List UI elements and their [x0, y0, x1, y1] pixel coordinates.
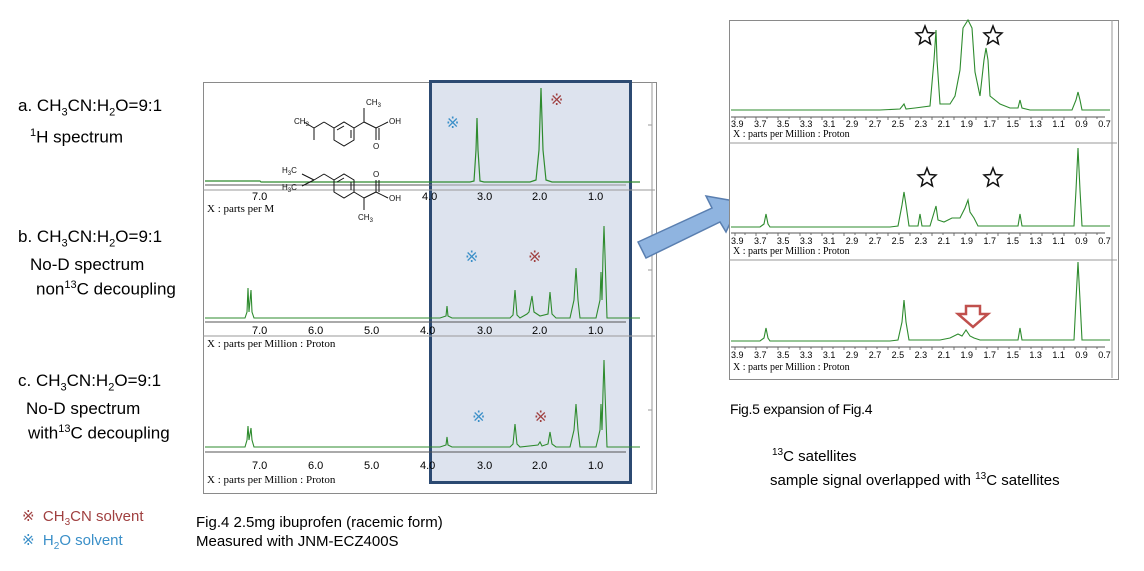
overlap-arrow-icon	[954, 304, 992, 329]
sample-a-condition: a. CH3CN:H2O=9:1	[18, 96, 163, 119]
svg-text:H3C: H3C	[282, 166, 297, 177]
star-icon	[982, 165, 1004, 188]
svg-text:5.0: 5.0	[364, 460, 379, 472]
svg-text:4.0: 4.0	[420, 460, 435, 472]
svg-text:1.0: 1.0	[588, 325, 603, 337]
axis-b-ticks: 7.0 6.0 5.0 4.0 3.0 2.0 1.0	[252, 325, 603, 337]
fig4-caption: Fig.4 2.5mg ibuprofen (racemic form) Mea…	[196, 514, 443, 550]
star-icon	[914, 23, 936, 46]
svg-text:OH: OH	[389, 117, 401, 126]
ibuprofen-structure-top	[303, 108, 389, 147]
svg-text:CH3: CH3	[358, 213, 374, 224]
expansion-spectrum-mid	[731, 147, 1110, 228]
sample-c-label: c. CH3CN:H2O=9:1 No-D spectrum with13C d…	[18, 370, 170, 444]
axis-a-caption: X : parts per M	[207, 203, 275, 215]
axis-c-caption: X : parts per Million : Proton	[207, 474, 336, 486]
satellite-stars	[914, 23, 1004, 188]
h2o-marker-b: ※	[465, 249, 479, 266]
highlight-region	[429, 80, 632, 484]
svg-text:OH: OH	[389, 194, 401, 203]
ch3cn-marker-a: ※	[550, 92, 564, 109]
fig5-expansion-panel	[729, 20, 1119, 380]
svg-text:3.0: 3.0	[477, 460, 492, 472]
expansion-spectrum-bottom	[731, 261, 1110, 342]
sample-c-type: No-D spectrum	[26, 399, 141, 419]
expansion-tick-marks	[734, 117, 1098, 350]
sample-a-label: a. CH3CN:H2O=9:1 1H spectrum	[18, 95, 162, 148]
axis-a-ticks: 7.0 4.0 3.0 2.0 1.0	[252, 191, 603, 203]
spectrum-a	[205, 87, 640, 183]
sample-b-type: No-D spectrum	[30, 255, 145, 275]
svg-text:1.0: 1.0	[588, 460, 603, 472]
svg-text:CH3: CH3	[294, 117, 310, 128]
svg-text:6.0: 6.0	[308, 460, 323, 472]
sample-c-condition: c. CH3CN:H2O=9:1	[18, 371, 162, 394]
svg-text:3.0: 3.0	[477, 325, 492, 337]
svg-text:2.0: 2.0	[532, 325, 547, 337]
tick-a-2: 2.0	[532, 191, 547, 203]
ch3cn-marker-b: ※	[528, 249, 542, 266]
star-icon	[916, 165, 938, 188]
structure-bottom-labels: H3C H3C OH O CH3	[282, 166, 401, 224]
fig5-spectra-svg	[729, 18, 1117, 378]
ch3cn-marker-c: ※	[534, 409, 548, 426]
h2o-marker-a: ※	[446, 115, 460, 132]
svg-text:H3C: H3C	[282, 183, 297, 194]
expansion-axis-caption-top: X : parts per Million : Proton	[733, 129, 850, 140]
legend-ch3cn: ※ CH3CN solvent	[22, 508, 144, 528]
expansion-axis-caption-bottom: X : parts per Million : Proton	[733, 362, 850, 373]
sample-b-condition: b. CH3CN:H2O=9:1	[18, 227, 163, 250]
sample-c-decoupling: with13C decoupling	[28, 423, 170, 444]
svg-text:O: O	[373, 142, 379, 151]
expansion-axis-caption-mid: X : parts per Million : Proton	[733, 246, 850, 257]
tick-a-1: 1.0	[588, 191, 603, 203]
fig5-caption: Fig.5 expansion of Fig.4	[730, 401, 873, 417]
svg-text:2.0: 2.0	[532, 460, 547, 472]
structure-top-labels: CH3 CH3 OH O	[294, 98, 401, 151]
expansion-spectrum-top	[731, 18, 1110, 111]
sample-b-label: b. CH3CN:H2O=9:1 No-D spectrum non13C de…	[18, 226, 176, 300]
legend-satellites: 13C satellites	[772, 447, 857, 465]
svg-text:6.0: 6.0	[308, 325, 323, 337]
svg-text:7.0: 7.0	[252, 325, 267, 337]
fig4-spectra-svg: 7.0 4.0 3.0 2.0 1.0 7.0 6.0 5.0 4.0 3.0 …	[203, 82, 655, 490]
axis-b-caption: X : parts per Million : Proton	[207, 338, 336, 350]
sample-a-type: 1H spectrum	[30, 127, 124, 148]
legend-overlap: sample signal overlapped with 13C satell…	[770, 471, 1060, 489]
svg-text:4.0: 4.0	[420, 325, 435, 337]
tick-a-7: 7.0	[252, 191, 267, 203]
svg-text:5.0: 5.0	[364, 325, 379, 337]
svg-text:7.0: 7.0	[252, 460, 267, 472]
svg-text:O: O	[373, 170, 379, 179]
h2o-marker-c: ※	[472, 409, 486, 426]
tick-a-3: 3.0	[477, 191, 492, 203]
tick-a-4: 4.0	[422, 191, 437, 203]
axis-c-ticks: 7.0 6.0 5.0 4.0 3.0 2.0 1.0	[252, 460, 603, 472]
ibuprofen-structure-bottom	[301, 173, 389, 210]
svg-text:CH3: CH3	[366, 98, 382, 109]
spectrum-b	[205, 225, 640, 319]
spectrum-c	[205, 359, 640, 448]
star-icon	[982, 23, 1004, 46]
legend-h2o: ※ H2O solvent	[22, 532, 123, 552]
sample-b-decoupling: non13C decoupling	[36, 279, 176, 300]
